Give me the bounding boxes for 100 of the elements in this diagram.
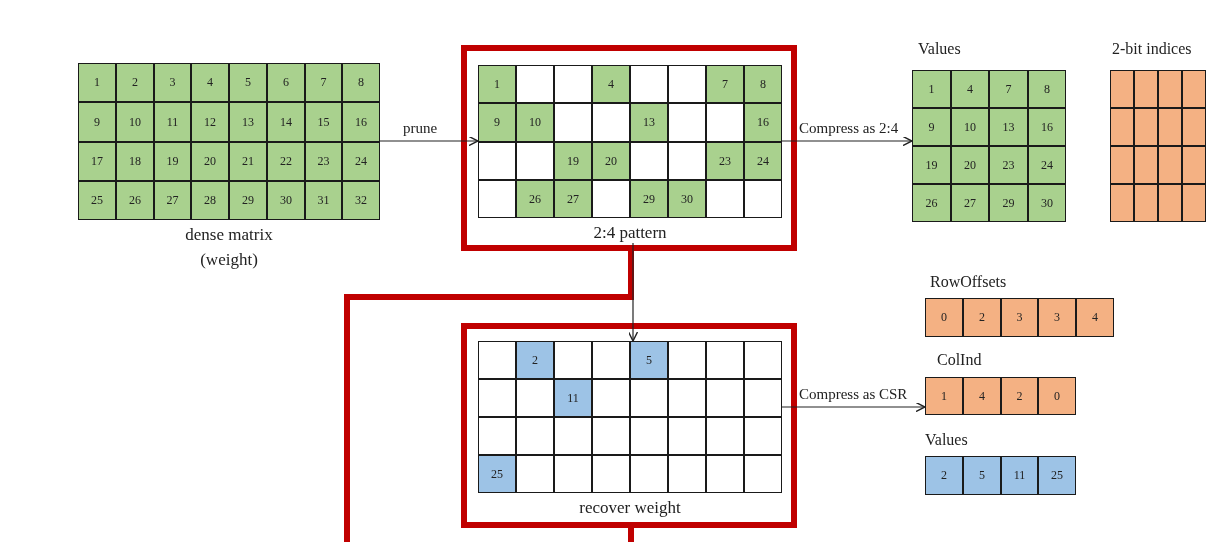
matrix-cell: 17 bbox=[78, 142, 116, 181]
matrix-cell: 26 bbox=[516, 180, 554, 218]
matrix-caption: dense matrix (weight) bbox=[184, 224, 274, 271]
matrix-cell: 0 bbox=[1038, 377, 1076, 415]
matrix-cell bbox=[706, 103, 744, 142]
edge-label: Compress as 2:4 bbox=[798, 120, 900, 137]
matrix-cell bbox=[554, 341, 592, 379]
matrix-cell bbox=[744, 455, 782, 493]
matrix-cell bbox=[630, 379, 668, 417]
matrix-cell bbox=[1158, 184, 1182, 222]
matrix-caption: 2:4 pattern bbox=[592, 222, 668, 244]
matrix-cell: 4 bbox=[963, 377, 1001, 415]
matrix-cell bbox=[668, 142, 706, 180]
matrix-cell bbox=[554, 65, 592, 103]
matrix-cell bbox=[668, 417, 706, 455]
matrix-cell bbox=[1134, 108, 1158, 146]
matrix-cell bbox=[1158, 146, 1182, 184]
matrix-cell: 23 bbox=[706, 142, 744, 180]
matrix-cell: 18 bbox=[116, 142, 154, 181]
matrix-cell: 1 bbox=[478, 65, 516, 103]
matrix-cell bbox=[1134, 146, 1158, 184]
matrix-cell bbox=[1110, 184, 1134, 222]
matrix-cell bbox=[478, 417, 516, 455]
matrix-cell bbox=[1110, 108, 1134, 146]
matrix-cell bbox=[1110, 70, 1134, 108]
matrix-cell: 16 bbox=[744, 103, 782, 142]
matrix-cell: 16 bbox=[1028, 108, 1066, 146]
matrix-cell bbox=[478, 180, 516, 218]
matrix-cell bbox=[630, 142, 668, 180]
matrix-cell: 22 bbox=[267, 142, 305, 181]
matrix-cell: 2 bbox=[963, 298, 1001, 337]
matrix-cell: 1 bbox=[78, 63, 116, 102]
matrix-cell: 13 bbox=[989, 108, 1028, 146]
matrix-cell: 2 bbox=[116, 63, 154, 102]
matrix-cell bbox=[668, 455, 706, 493]
matrix-cell bbox=[592, 417, 630, 455]
matrix-cell: 2 bbox=[1001, 377, 1038, 415]
matrix-cell: 9 bbox=[78, 102, 116, 142]
matrix-cell: 7 bbox=[989, 70, 1028, 108]
matrix-cell: 11 bbox=[154, 102, 191, 142]
matrix-cell bbox=[744, 341, 782, 379]
matrix-cell: 21 bbox=[229, 142, 267, 181]
matrix-cell bbox=[1158, 108, 1182, 146]
matrix-cell: 5 bbox=[963, 456, 1001, 495]
matrix-cell: 27 bbox=[951, 184, 989, 222]
matrix-cell bbox=[630, 65, 668, 103]
matrix-cell: 6 bbox=[267, 63, 305, 102]
matrix-cell: 14 bbox=[267, 102, 305, 142]
matrix-cell: 32 bbox=[342, 181, 380, 220]
matrix-cell: 9 bbox=[912, 108, 951, 146]
matrix-cell: 20 bbox=[592, 142, 630, 180]
matrix-cell bbox=[516, 142, 554, 180]
matrix-cell: 20 bbox=[191, 142, 229, 181]
matrix-cell: 11 bbox=[554, 379, 592, 417]
matrix-cell: 25 bbox=[478, 455, 516, 493]
matrix-cell: 8 bbox=[1028, 70, 1066, 108]
matrix-cell: 8 bbox=[342, 63, 380, 102]
matrix-cell: 7 bbox=[706, 65, 744, 103]
matrix-title: RowOffsets bbox=[930, 273, 1007, 291]
matrix-cell: 10 bbox=[516, 103, 554, 142]
matrix-cell bbox=[592, 180, 630, 218]
matrix-cell bbox=[1182, 184, 1206, 222]
matrix-cell: 13 bbox=[229, 102, 267, 142]
matrix-cell: 4 bbox=[592, 65, 630, 103]
matrix-cell: 29 bbox=[989, 184, 1028, 222]
matrix-cell bbox=[668, 65, 706, 103]
matrix-cell: 19 bbox=[912, 146, 951, 184]
matrix-cell bbox=[592, 103, 630, 142]
matrix-cell bbox=[554, 417, 592, 455]
matrix-cell bbox=[478, 142, 516, 180]
matrix-cell: 1 bbox=[912, 70, 951, 108]
matrix-cell: 28 bbox=[191, 181, 229, 220]
matrix-cell: 27 bbox=[554, 180, 592, 218]
matrix-cell bbox=[668, 341, 706, 379]
matrix-cell bbox=[706, 341, 744, 379]
arrow bbox=[781, 401, 926, 413]
matrix-cell: 24 bbox=[744, 142, 782, 180]
matrix-cell: 15 bbox=[305, 102, 342, 142]
matrix-cell bbox=[1134, 184, 1158, 222]
matrix-cell bbox=[592, 455, 630, 493]
matrix-cell bbox=[706, 379, 744, 417]
matrix-cell bbox=[1158, 70, 1182, 108]
matrix-cell bbox=[1182, 108, 1206, 146]
matrix-cell: 24 bbox=[342, 142, 380, 181]
edge-label: Compress as CSR bbox=[798, 386, 909, 403]
matrix-cell: 26 bbox=[912, 184, 951, 222]
matrix-title: Values bbox=[918, 40, 961, 58]
matrix-cell: 5 bbox=[229, 63, 267, 102]
arrow bbox=[781, 135, 913, 147]
matrix-cell: 3 bbox=[154, 63, 191, 102]
matrix-cell: 29 bbox=[630, 180, 668, 218]
matrix-title: 2-bit indices bbox=[1112, 40, 1192, 58]
matrix-cell: 12 bbox=[191, 102, 229, 142]
matrix-cell bbox=[668, 103, 706, 142]
matrix-cell: 3 bbox=[1038, 298, 1076, 337]
matrix-cell: 26 bbox=[116, 181, 154, 220]
matrix-cell: 9 bbox=[478, 103, 516, 142]
matrix-cell bbox=[554, 103, 592, 142]
matrix-title: ColInd bbox=[937, 351, 982, 369]
matrix-cell: 25 bbox=[1038, 456, 1076, 495]
